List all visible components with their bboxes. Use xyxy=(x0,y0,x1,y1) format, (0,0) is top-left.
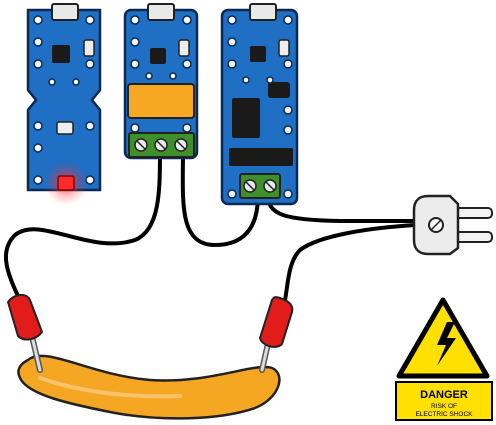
relay-terminal-screws xyxy=(134,138,188,152)
lightning-bolt-icon xyxy=(437,322,456,366)
ssr-module-holes xyxy=(227,15,293,199)
relay-module-connector xyxy=(147,3,175,21)
led-module xyxy=(26,3,102,205)
danger-sign: DANGER RISK OF ELECTRIC SHOCK xyxy=(395,297,493,421)
danger-title: DANGER xyxy=(420,389,468,401)
wire-relay-to-left-clip xyxy=(3,148,162,302)
left-clip-boot xyxy=(6,294,44,341)
wire-plug-to-right-clip xyxy=(283,223,417,302)
sausage xyxy=(17,354,281,420)
ssr-module-component xyxy=(232,98,260,138)
relay-module-chip xyxy=(150,48,166,64)
danger-line2: ELECTRIC SHOCK xyxy=(415,411,473,418)
ssr-module-heatsink xyxy=(229,148,293,166)
wire-relay-to-ssr xyxy=(180,148,260,248)
relay-block xyxy=(127,83,195,119)
mains-plug xyxy=(412,194,493,256)
ssr-module-switch xyxy=(278,39,290,57)
led-module-connector xyxy=(51,3,79,21)
right-clip-boot xyxy=(258,296,294,348)
relay-module xyxy=(123,3,199,160)
left-clip xyxy=(6,294,44,373)
ssr-module-pad xyxy=(268,82,290,98)
sausage-body xyxy=(17,354,281,420)
sausage-highlight xyxy=(38,376,182,399)
ssr-module xyxy=(220,3,299,206)
led-module-board xyxy=(26,8,102,192)
ssr-module-chip xyxy=(250,46,266,62)
led-module-chip xyxy=(52,45,70,63)
led-module-holes xyxy=(33,15,95,185)
led-module-pad xyxy=(56,121,74,135)
led-module-switch xyxy=(83,39,95,57)
relay-module-holes xyxy=(130,15,192,133)
ssr-module-connector xyxy=(249,3,277,21)
relay-module-switch xyxy=(178,39,190,57)
ssr-terminal-screws xyxy=(243,179,277,193)
danger-line1: RISK OF xyxy=(431,403,457,410)
danger-plate xyxy=(395,381,493,421)
right-clip xyxy=(258,296,294,373)
status-led xyxy=(57,175,75,191)
